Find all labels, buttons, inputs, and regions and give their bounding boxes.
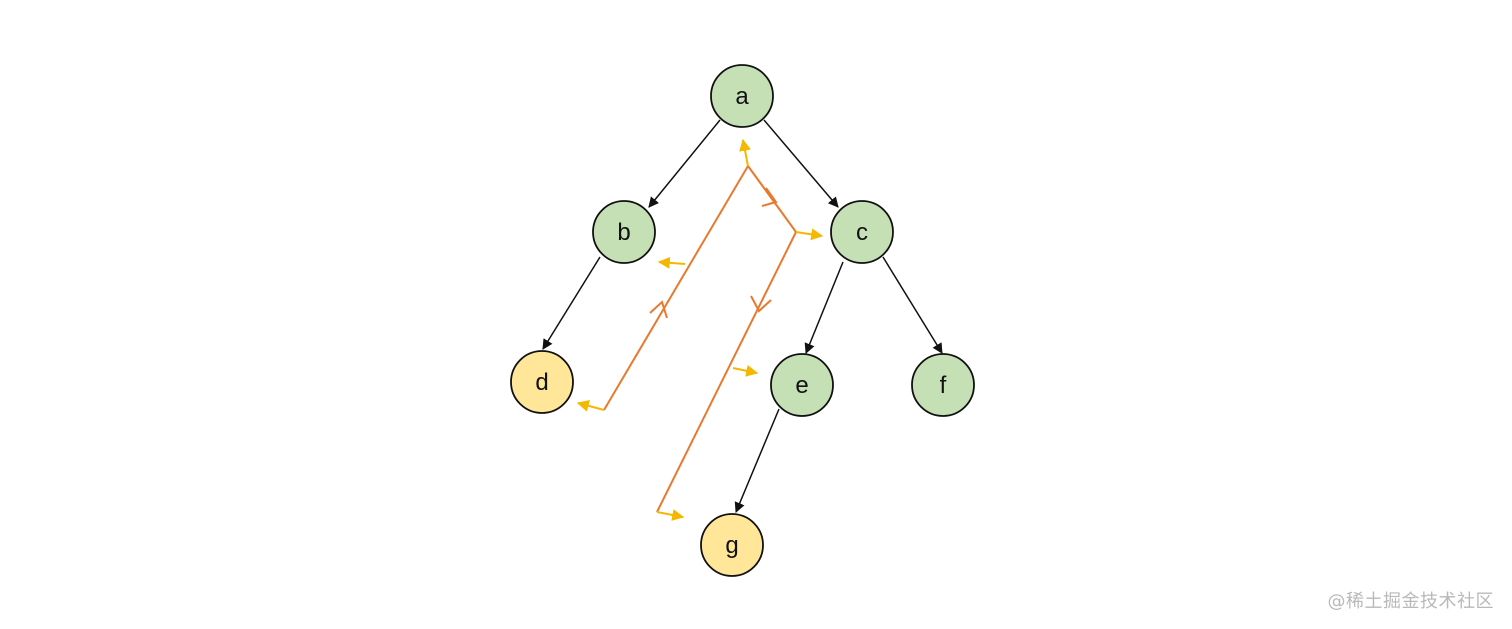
node-a: a (710, 64, 774, 128)
edge-c-f (882, 256, 943, 354)
node-c-label: c (856, 219, 868, 246)
pointer-to-d (576, 400, 605, 412)
node-b: b (592, 200, 656, 264)
node-d-label: d (535, 369, 548, 396)
node-c: c (830, 200, 894, 264)
pointer-to-c (795, 228, 824, 241)
node-d: d (510, 350, 574, 414)
traversal-up-segment (603, 165, 749, 411)
pointer-to-b (657, 256, 686, 269)
node-g-label: g (725, 532, 738, 559)
direction-chevron-down (750, 295, 772, 313)
traversal-down-segment (656, 231, 797, 513)
pointer-to-e (732, 364, 759, 377)
edge-c-e (804, 261, 844, 354)
node-f-circle (911, 353, 975, 417)
pointer-to-g (656, 509, 685, 521)
node-e-label: e (795, 372, 808, 399)
edge-a-c (763, 119, 839, 208)
traversal-path (603, 165, 797, 513)
node-a-label: a (735, 83, 749, 110)
tree-edges (542, 119, 943, 513)
watermark: @稀土掘金技术社区 (1327, 591, 1494, 612)
node-b-circle (592, 200, 656, 264)
node-c-circle (830, 200, 894, 264)
tree-nodes: a b c d e f g (510, 64, 975, 577)
node-e-circle (770, 353, 834, 417)
edge-e-g (734, 408, 780, 513)
visit-pointers (576, 138, 824, 521)
node-f: f (911, 353, 975, 417)
traversal-across-segment (747, 165, 797, 233)
node-b-label: b (617, 219, 630, 246)
node-a-circle (710, 64, 774, 128)
node-g-circle (700, 513, 764, 577)
node-e: e (770, 353, 834, 417)
direction-chevron-right (761, 187, 778, 207)
node-g: g (700, 513, 764, 577)
edge-a-b (648, 119, 721, 208)
edge-b-d (542, 256, 601, 350)
node-f-label: f (940, 372, 947, 399)
node-d-circle (510, 350, 574, 414)
pointer-to-a (739, 138, 751, 167)
direction-chevron-up (649, 300, 668, 319)
